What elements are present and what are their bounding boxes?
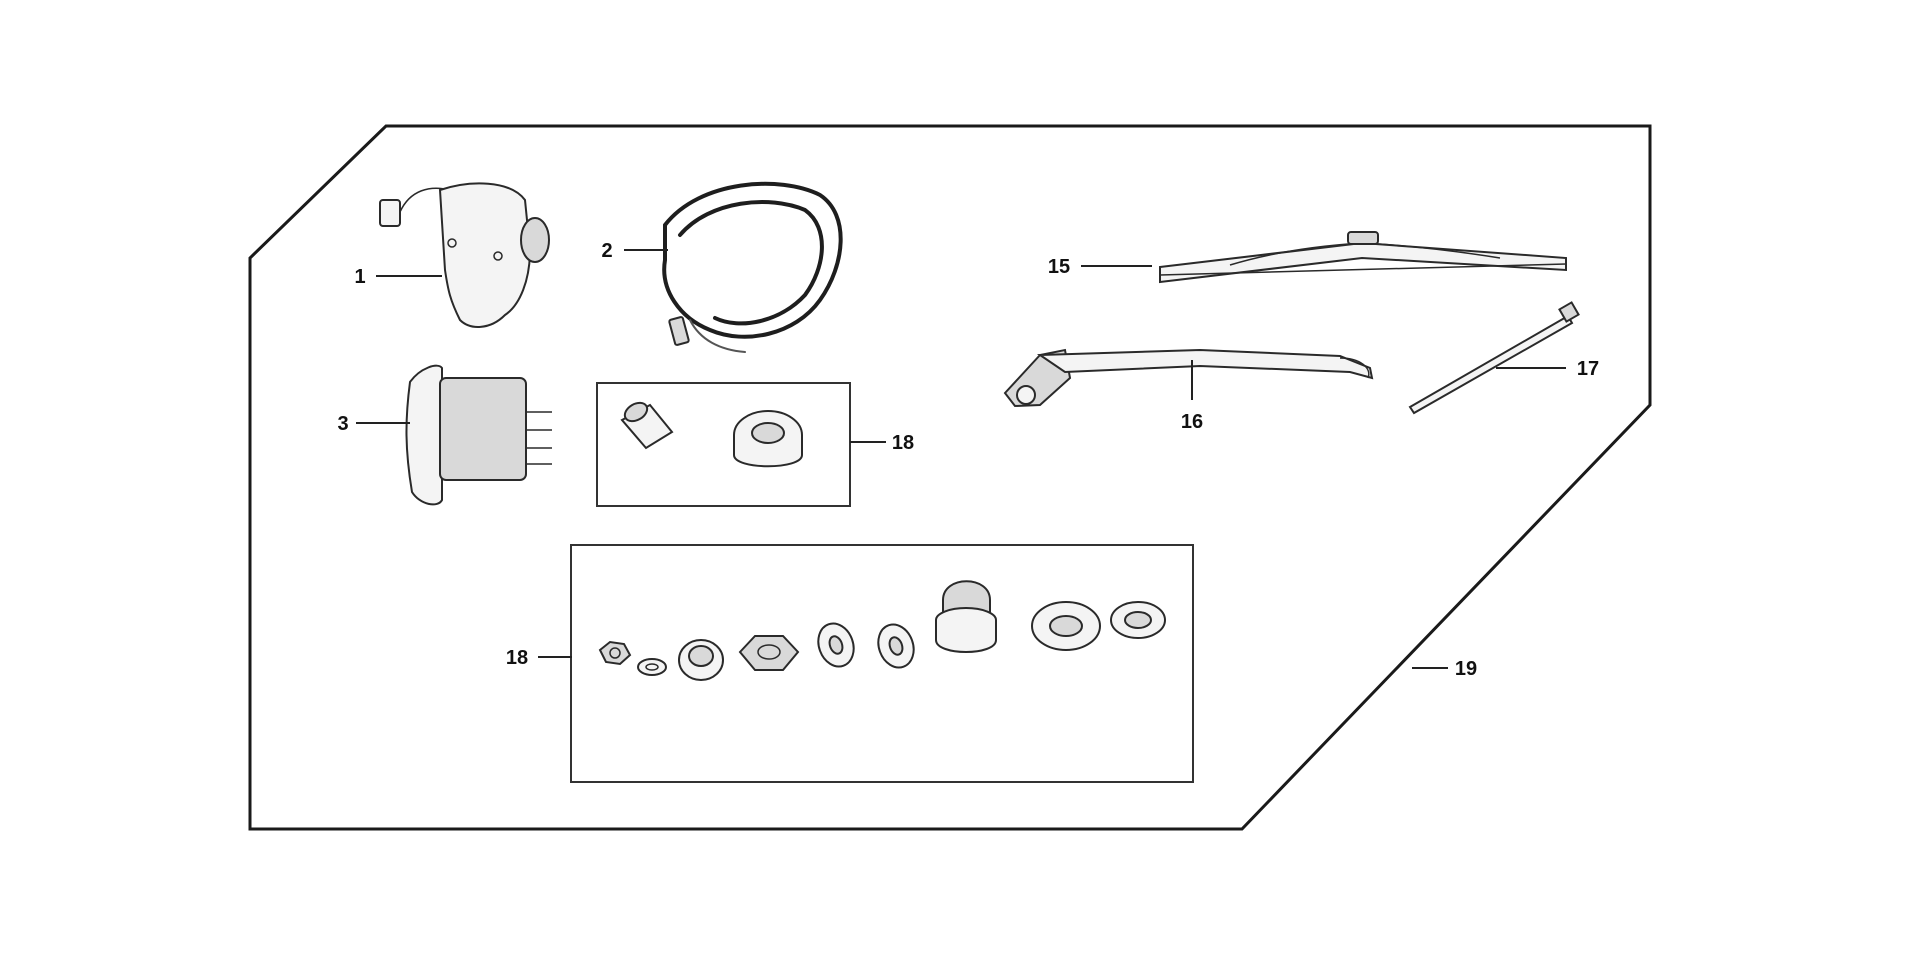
callout-15: 15 <box>1048 256 1070 278</box>
part-15-wiper-blade <box>1159 231 1567 284</box>
part-3-rocker-switch <box>405 364 552 506</box>
part-2-wire-harness <box>662 181 843 353</box>
callout-16: 16 <box>1181 411 1203 433</box>
part-16-wiper-arm <box>1003 348 1374 408</box>
part-18-upper-sleeves <box>620 401 803 468</box>
callout-18-lower: 18 <box>506 647 528 669</box>
callout-3: 3 <box>337 413 348 435</box>
callout-19: 19 <box>1455 658 1477 680</box>
kit-outline <box>248 124 1652 831</box>
part-18-lower-hardware <box>598 580 1166 681</box>
part-18-upper-box <box>596 382 851 507</box>
part-1-wiper-motor <box>379 182 550 328</box>
callout-17: 17 <box>1577 358 1599 380</box>
callout-2: 2 <box>601 240 612 262</box>
part-18-lower-box <box>570 544 1194 783</box>
callout-1: 1 <box>354 266 365 288</box>
callout-18-upper: 18 <box>892 432 914 454</box>
part-17-cable-tie <box>1408 301 1580 415</box>
